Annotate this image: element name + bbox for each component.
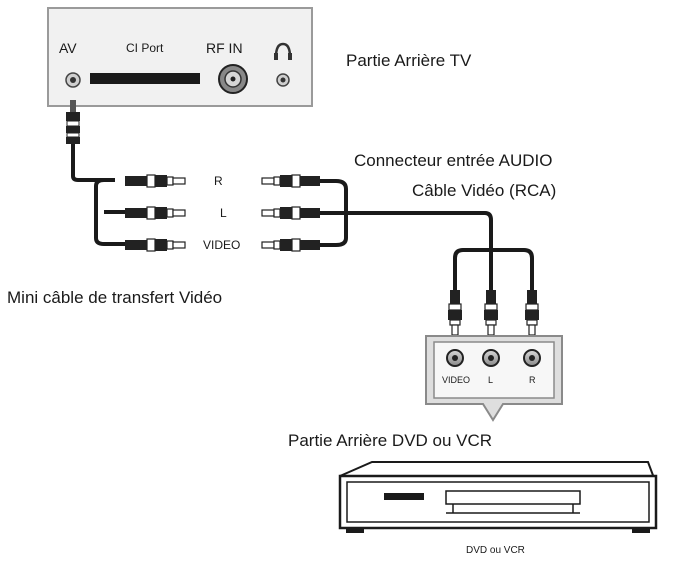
rf-in-jack-icon	[218, 64, 248, 94]
dvd-vcr-device-icon	[338, 461, 658, 533]
rca-cable-caption: Câble Vidéo (RCA)	[412, 181, 557, 200]
audio-connector-caption: Connecteur entrée AUDIO	[354, 151, 553, 170]
rca-jack-icon	[523, 349, 541, 367]
tv-rear-caption: Partie Arrière TV	[346, 51, 472, 70]
tv-rear-panel	[47, 7, 313, 107]
plug-video-label: VIDEO	[203, 238, 241, 252]
rca-plug-icon	[261, 206, 320, 220]
rca-jack-icon	[482, 349, 500, 367]
mini-cable-caption: Mini câble de transfert Vidéo	[7, 288, 223, 307]
dvd-rca-plugs	[448, 290, 539, 336]
rca-plug-icon	[484, 290, 498, 336]
rca-cable-plugs	[261, 174, 320, 252]
rca-plug-icon	[448, 290, 462, 336]
mini-cable-rca-plugs	[125, 174, 186, 252]
headphone-icon	[274, 42, 292, 60]
av-label: AV	[59, 40, 77, 56]
rca-plug-icon	[125, 206, 186, 220]
device-caption: DVD ou VCR	[466, 545, 525, 556]
rf-in-label: RF IN	[206, 40, 243, 56]
jack-r-label: R	[529, 375, 536, 385]
dvd-rear-panel	[425, 335, 563, 422]
rca-plug-icon	[125, 238, 186, 252]
dvd-rear-caption: Partie Arrière DVD ou VCR	[288, 431, 493, 450]
jack-video-label: VIDEO	[442, 375, 471, 385]
rca-plug-icon	[525, 290, 539, 336]
rca-plug-icon	[261, 174, 320, 188]
rca-plug-icon	[125, 174, 186, 188]
ci-port-slot	[90, 73, 200, 84]
plug-r-label: R	[214, 174, 223, 188]
rca-plug-icon	[261, 238, 320, 252]
mini-av-cable	[71, 144, 125, 246]
plug-l-label: L	[220, 206, 227, 220]
rca-jack-icon	[446, 349, 464, 367]
mini-av-plug-icon	[66, 100, 80, 144]
rca-video-cable	[320, 179, 534, 290]
jack-l-label: L	[488, 375, 494, 385]
ci-port-label: CI Port	[126, 41, 164, 55]
